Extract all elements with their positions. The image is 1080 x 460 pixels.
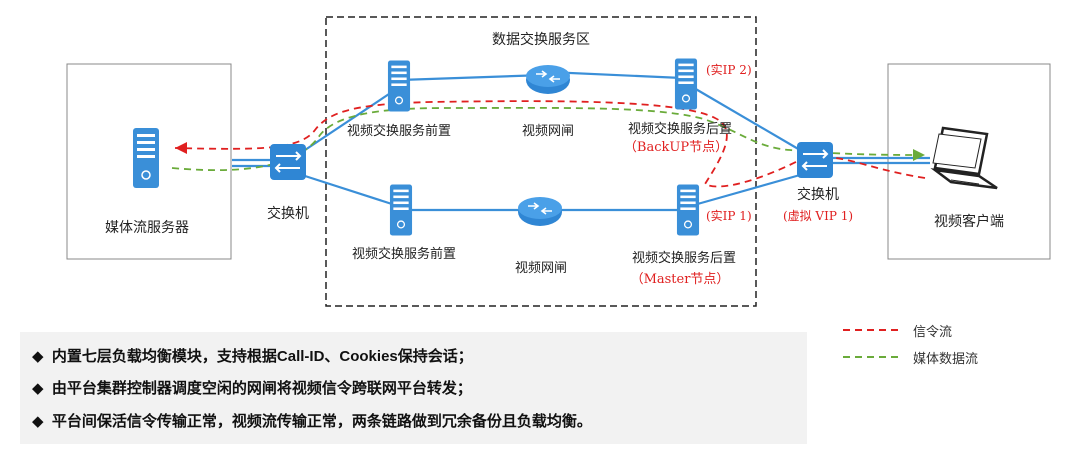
- zone-title: 数据交换服务区: [492, 31, 590, 48]
- bullet-icon: ◆: [32, 380, 44, 397]
- network-links: [232, 70, 930, 212]
- gateway-bottom-label: 视频网闸: [515, 261, 567, 276]
- real-ip1-label: (实IP 1): [706, 208, 752, 223]
- note-1: ◆ 内置七层负载均衡模块，支持根据Call-ID、Cookies保持会话；: [32, 348, 473, 365]
- laptop-icon: [930, 126, 998, 190]
- front-top-label: 视频交换服务前置: [347, 123, 451, 139]
- legend-media-label: 媒体数据流: [913, 351, 979, 366]
- gateway-top-label: 视频网闸: [522, 124, 574, 139]
- legend-signal-label: 信令流: [913, 324, 953, 339]
- exchange-zone: [325, 16, 757, 307]
- back-bottom-tag: （Master节点）: [631, 272, 730, 287]
- back-bottom-label: 视频交换服务后置: [632, 250, 736, 266]
- virtual-ip-label: (虚拟 VIP 1): [783, 209, 853, 223]
- media-server-label: 媒体流服务器: [105, 220, 189, 236]
- media-server-icon: [132, 127, 160, 189]
- signal-arrow-icon: [175, 142, 187, 154]
- back-top-tag: （BackUP节点）: [624, 140, 728, 155]
- real-ip2-label: (实IP 2): [706, 62, 752, 77]
- back-top-label: 视频交换服务后置: [628, 121, 732, 137]
- note-2: ◆ 由平台集群控制器调度空闲的网闸将视频信令跨联网平台转发；: [32, 380, 472, 397]
- note-3: ◆ 平台间保活信令传输正常，视频流传输正常，两条链路做到冗余备份且负载均衡。: [32, 413, 592, 430]
- notes-panel: [20, 332, 807, 444]
- switch-right-icon: [796, 141, 834, 179]
- front-top-server-icon: [387, 59, 411, 113]
- bullet-icon: ◆: [32, 413, 44, 430]
- front-bottom-label: 视频交换服务前置: [352, 246, 456, 262]
- back-top-server-icon: [674, 57, 698, 111]
- front-bottom-server-icon: [389, 183, 413, 237]
- switch-left-label: 交换机: [267, 205, 309, 222]
- media-arrow-icon: [913, 149, 925, 161]
- switch-right-label: 交换机: [797, 186, 839, 203]
- bullet-icon: ◆: [32, 348, 44, 365]
- client-label: 视频客户端: [934, 213, 1004, 230]
- gateway-bottom-icon: [517, 196, 563, 227]
- switch-left-icon: [269, 143, 307, 181]
- back-bottom-server-icon: [676, 183, 700, 237]
- gateway-top-icon: [525, 64, 571, 95]
